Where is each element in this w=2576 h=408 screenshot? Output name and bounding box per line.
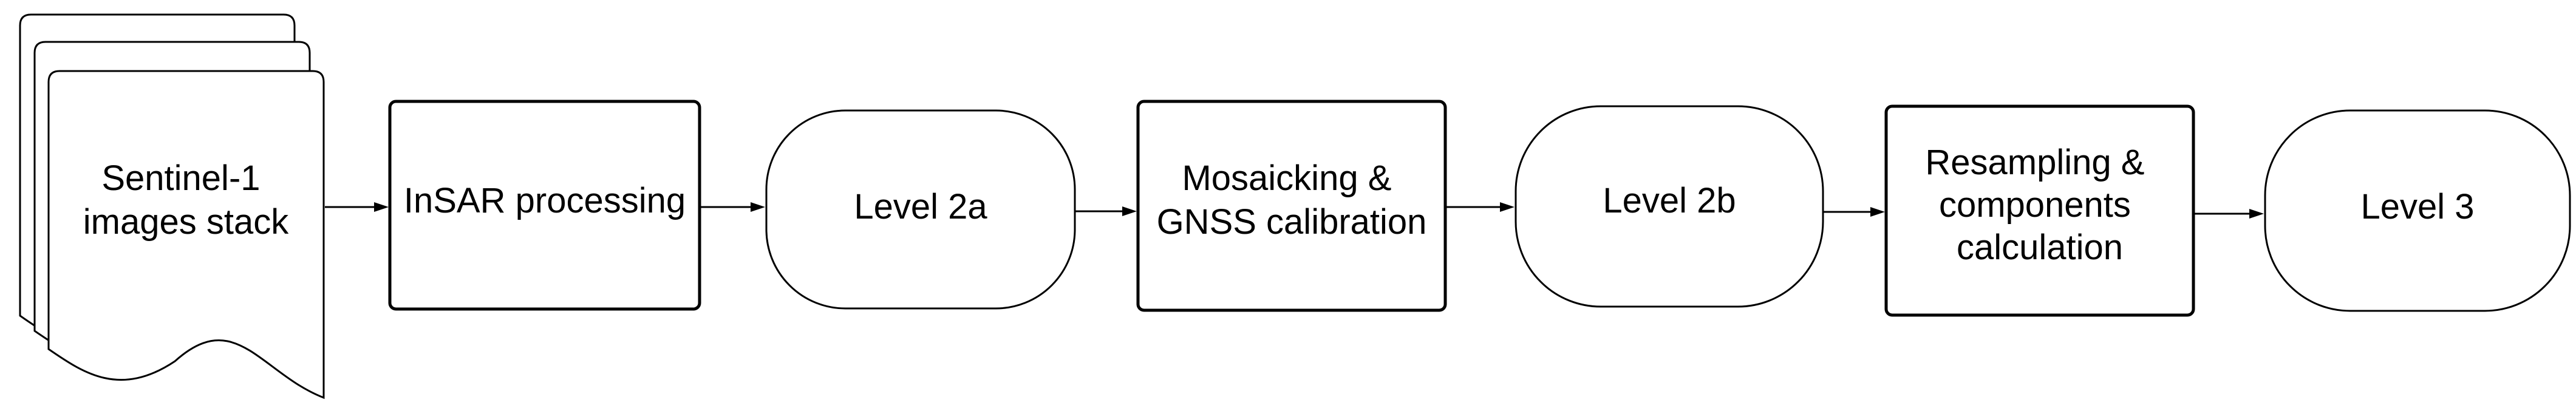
- node-resample-line-1: Resampling &: [1925, 143, 2144, 182]
- edges: [325, 202, 2264, 219]
- node-insar-processing: InSAR processing: [388, 100, 701, 311]
- node-input-line-2: images stack: [83, 202, 289, 242]
- edge-mosaic-to-level2b: [1446, 202, 1515, 212]
- node-level3-line-1: Level 3: [2360, 187, 2474, 226]
- node-resample-label: Resampling & components calculation: [1925, 143, 2154, 267]
- node-level2b-line-1: Level 2b: [1603, 181, 1736, 220]
- node-level-2a: Level 2a: [765, 109, 1076, 310]
- node-level2b-label: Level 2b: [1603, 181, 1736, 220]
- node-level-3: Level 3: [2264, 109, 2571, 312]
- node-insar-line-1: InSAR processing: [404, 181, 686, 220]
- node-input-stack: Sentinel-1 images stack: [19, 13, 325, 399]
- edge-level2b-to-resample: [1823, 207, 1885, 217]
- edge-input-to-insar: [325, 202, 389, 212]
- node-input-label: Sentinel-1 images stack: [83, 158, 289, 242]
- terminator-shape: [765, 109, 1076, 310]
- edge-resample-to-level3: [2195, 209, 2264, 219]
- node-level3-label: Level 3: [2360, 187, 2474, 226]
- edge-level2a-to-mosaic: [1075, 206, 1137, 216]
- node-level2a-line-1: Level 2a: [854, 187, 987, 226]
- node-level-2b: Level 2b: [1515, 105, 1824, 308]
- document-shape-front: [47, 70, 325, 399]
- node-resample-line-2: components: [1939, 185, 2131, 225]
- node-mosaic-label: Mosaicking & GNSS calibration: [1157, 158, 1427, 242]
- process-box: [1884, 104, 2195, 317]
- node-insar-label: InSAR processing: [404, 181, 686, 220]
- node-resample-line-3: calculation: [1957, 228, 2123, 267]
- node-resampling: Resampling & components calculation: [1884, 104, 2195, 317]
- terminator-shape: [1515, 105, 1824, 308]
- process-box: [1136, 100, 1447, 312]
- edge-insar-to-level2a: [701, 202, 765, 212]
- terminator-shape: [2264, 109, 2571, 312]
- node-mosaic-line-2: GNSS calibration: [1157, 202, 1427, 242]
- node-mosaic-line-1: Mosaicking &: [1182, 158, 1391, 198]
- node-input-line-1: Sentinel-1: [101, 158, 260, 198]
- node-mosaicking: Mosaicking & GNSS calibration: [1136, 100, 1447, 312]
- process-box: [388, 100, 701, 311]
- node-level2a-label: Level 2a: [854, 187, 987, 226]
